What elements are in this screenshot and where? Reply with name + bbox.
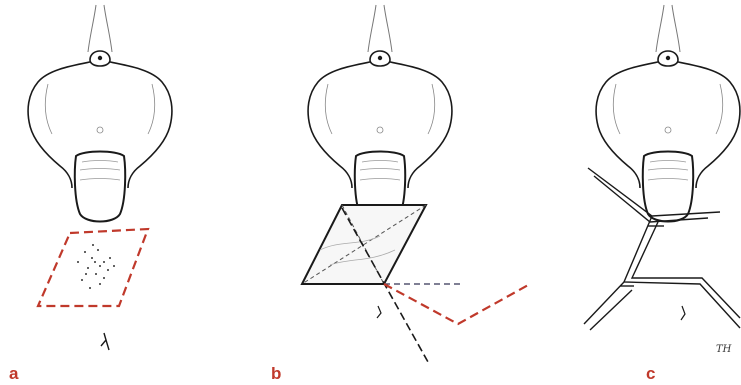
panel-c [584, 5, 740, 330]
panel-label-b: b [271, 365, 281, 382]
face-drawing-b [308, 5, 452, 222]
face-drawing-a [28, 5, 172, 222]
small-mark-c [681, 306, 685, 320]
incision-outline-a [38, 229, 148, 306]
small-mark-a [101, 333, 109, 350]
panel-label-c: c [646, 365, 655, 382]
small-mark-b [377, 306, 381, 318]
panel-b [302, 5, 530, 362]
face-drawing-c [596, 5, 740, 222]
incision-outline-b [384, 284, 530, 324]
panel-a [28, 5, 172, 350]
panel-label-a: a [9, 365, 18, 382]
dot-cluster-a [77, 244, 115, 289]
artist-signature: TH [716, 344, 731, 355]
